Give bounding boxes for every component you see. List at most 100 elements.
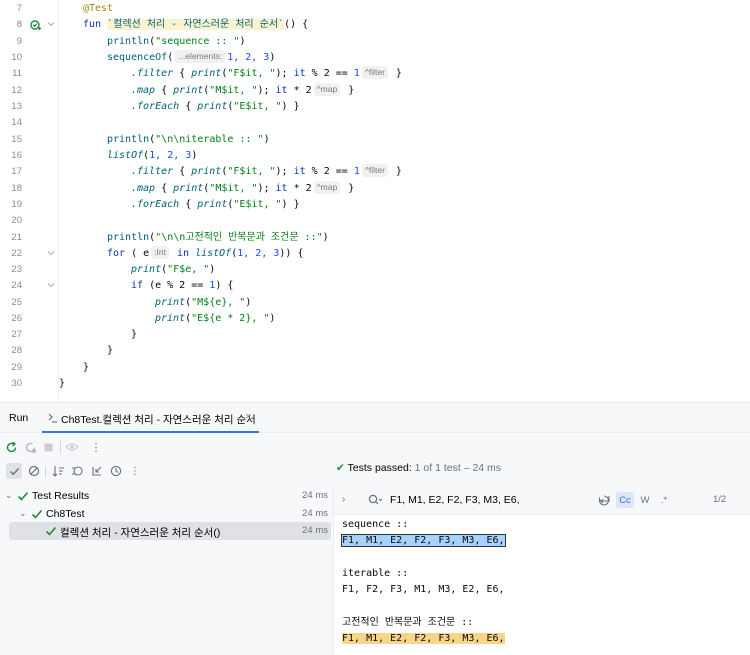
fn-call: .filter bbox=[131, 68, 174, 79]
fn-call: listOf bbox=[107, 150, 144, 161]
search-input[interactable] bbox=[390, 492, 590, 508]
code-line[interactable]: 25 print("M${e}, ") bbox=[0, 295, 750, 311]
tree-node-time: 24 ms bbox=[302, 525, 328, 536]
code-editor[interactable]: 7 @Test 8 fun `컬렉션 처리 - 자연스러운 처리 순서`() {… bbox=[0, 0, 750, 402]
regex-toggle[interactable]: .* bbox=[660, 494, 668, 506]
string-literal: "M${e}, " bbox=[191, 297, 246, 308]
number: 1 bbox=[209, 280, 216, 291]
run-tool-window: Run Ch8Test.컬렉션 처리 - 자연스러운 처리 순서 × ⋮ bbox=[0, 402, 750, 655]
code-line[interactable]: 24 if (e % 2 == 1) { bbox=[0, 278, 750, 294]
annotation: @Test bbox=[83, 3, 114, 14]
test-config-icon bbox=[48, 413, 57, 423]
fold-icon[interactable] bbox=[47, 281, 55, 289]
chevron-down-icon[interactable]: ⌄ bbox=[5, 490, 13, 500]
rerun-failed-icon[interactable] bbox=[22, 439, 38, 455]
code-line[interactable]: 26 print("E${e * 2}, ") bbox=[0, 311, 750, 327]
code-line[interactable]: 12 .map { print("M$it, "); it * 2^map } bbox=[0, 83, 750, 99]
search-match-current: F1, M1, E2, F2, F3, M3, E6, bbox=[341, 534, 506, 548]
regex-history-icon[interactable] bbox=[596, 492, 612, 508]
check-icon bbox=[45, 526, 57, 536]
number-args: 1, 2, 3 bbox=[227, 52, 270, 63]
code-line[interactable]: 19 .forEach { print("E$it, ") } bbox=[0, 197, 750, 213]
lambda-hint: ^filter bbox=[361, 164, 388, 177]
fold-icon[interactable] bbox=[47, 20, 55, 28]
fn-call: print bbox=[191, 68, 222, 79]
output-line bbox=[342, 550, 505, 566]
code-line[interactable]: 21 println("\n\n고전적인 반복문과 조건문 ::") bbox=[0, 230, 750, 246]
line-number: 22 bbox=[11, 248, 22, 259]
code-line[interactable]: 18 .map { print("M$it, "); it * 2^map } bbox=[0, 181, 750, 197]
number: 1 bbox=[353, 166, 360, 177]
code-line[interactable]: 28 } bbox=[0, 343, 750, 359]
test-results-tree: ⌄ Test Results 24 ms ⌄ Ch8Test 24 ms 컬렉션… bbox=[0, 485, 333, 655]
code-line[interactable]: 15 println("\n\niterable :: ") bbox=[0, 132, 750, 148]
code-line[interactable]: 23 print("F$e, ") bbox=[0, 262, 750, 278]
string-literal: "\n\niterable :: " bbox=[155, 134, 264, 145]
code-line[interactable]: 7 @Test bbox=[0, 1, 750, 17]
code-line[interactable]: 20 bbox=[0, 213, 750, 229]
chevron-down-icon[interactable]: ⌄ bbox=[19, 508, 27, 518]
string-literal: "E$it, " bbox=[233, 199, 282, 210]
fn-call: .map bbox=[131, 85, 156, 96]
fn-call: .forEach bbox=[131, 199, 180, 210]
sort-duration-icon[interactable] bbox=[69, 463, 85, 479]
line-number: 23 bbox=[11, 264, 22, 275]
code-token: () { bbox=[284, 19, 309, 30]
code-line[interactable]: 8 fun `컬렉션 처리 - 자연스러운 처리 순서`() { bbox=[0, 17, 750, 33]
line-number: 21 bbox=[11, 232, 22, 243]
more-options-icon[interactable]: ⋮ bbox=[90, 440, 102, 454]
fn-call: .forEach bbox=[131, 101, 180, 112]
line-number: 9 bbox=[16, 36, 22, 47]
show-ignored-icon[interactable] bbox=[26, 463, 42, 479]
lambda-hint: ^filter bbox=[361, 66, 388, 79]
history-icon[interactable] bbox=[108, 463, 124, 479]
code-line[interactable]: 16 listOf(1, 2, 3) bbox=[0, 148, 750, 164]
status-count: 1 of 1 test – 24 ms bbox=[414, 462, 502, 474]
fn-call: print bbox=[191, 166, 222, 177]
string-literal: "F$e, " bbox=[167, 264, 210, 275]
tree-node-test-method[interactable]: 컬렉션 처리 - 자연스러운 처리 순서() 24 ms bbox=[9, 522, 331, 540]
search-icon[interactable] bbox=[368, 494, 382, 506]
panel-splitter[interactable] bbox=[333, 485, 334, 655]
code-line[interactable]: 9 println("sequence :: ") bbox=[0, 34, 750, 50]
console-text[interactable]: sequence :: F1, M1, E2, F2, F3, M3, E6, … bbox=[341, 517, 506, 647]
tree-node-class[interactable]: ⌄ Ch8Test 24 ms bbox=[0, 505, 333, 523]
console-output[interactable]: › Cc W .* 1/2 s bbox=[334, 485, 750, 655]
code-line[interactable]: 13 .forEach { print("E$it, ") } bbox=[0, 99, 750, 115]
fn-call: .filter bbox=[131, 166, 174, 177]
rerun-icon[interactable] bbox=[3, 439, 19, 455]
number-args: 1, 2, 3 bbox=[237, 248, 280, 259]
code-line[interactable]: 10 sequenceOf(...elements:1, 2, 3) bbox=[0, 50, 750, 66]
line-number: 27 bbox=[11, 329, 22, 340]
code-line[interactable]: 14 bbox=[0, 115, 750, 131]
chevron-right-icon[interactable]: › bbox=[342, 494, 346, 505]
import-tests-icon[interactable] bbox=[89, 463, 105, 479]
string-literal: "sequence :: " bbox=[155, 36, 240, 47]
fold-icon[interactable] bbox=[47, 249, 55, 257]
code-line[interactable]: 30 } bbox=[0, 376, 750, 392]
tree-node-label: 컬렉션 처리 - 자연스러운 처리 순서() bbox=[60, 527, 221, 539]
words-toggle[interactable]: W bbox=[640, 494, 650, 506]
run-configuration-tab[interactable]: Ch8Test.컬렉션 처리 - 자연스러운 처리 순서 × bbox=[42, 403, 259, 433]
code-line[interactable]: 29 } bbox=[0, 360, 750, 376]
code-line[interactable]: 22 for ( e:Int in listOf(1, 2, 3)) { bbox=[0, 246, 750, 262]
eye-icon[interactable] bbox=[64, 439, 80, 455]
run-title: Run bbox=[9, 412, 29, 424]
line-number: 16 bbox=[11, 150, 22, 161]
run-test-icon[interactable] bbox=[30, 19, 42, 31]
fn-call: print bbox=[197, 199, 228, 210]
sort-icon[interactable] bbox=[50, 463, 66, 479]
tree-node-test-results[interactable]: ⌄ Test Results 24 ms bbox=[0, 487, 333, 505]
match-case-toggle[interactable]: Cc bbox=[616, 492, 634, 508]
show-passed-icon[interactable] bbox=[6, 463, 22, 479]
line-number: 11 bbox=[12, 68, 22, 79]
line-number: 10 bbox=[11, 52, 22, 63]
more-options-icon[interactable]: ⋮ bbox=[130, 465, 140, 477]
stop-icon[interactable] bbox=[40, 439, 56, 455]
check-icon: ✔ bbox=[336, 462, 345, 474]
code-line[interactable]: 11 .filter { print("F$it, "); it % 2 == … bbox=[0, 66, 750, 82]
tree-node-time: 24 ms bbox=[302, 490, 328, 501]
close-icon[interactable]: × bbox=[245, 411, 252, 423]
code-line[interactable]: 17 .filter { print("F$it, "); it % 2 == … bbox=[0, 164, 750, 180]
code-line[interactable]: 27 } bbox=[0, 327, 750, 343]
